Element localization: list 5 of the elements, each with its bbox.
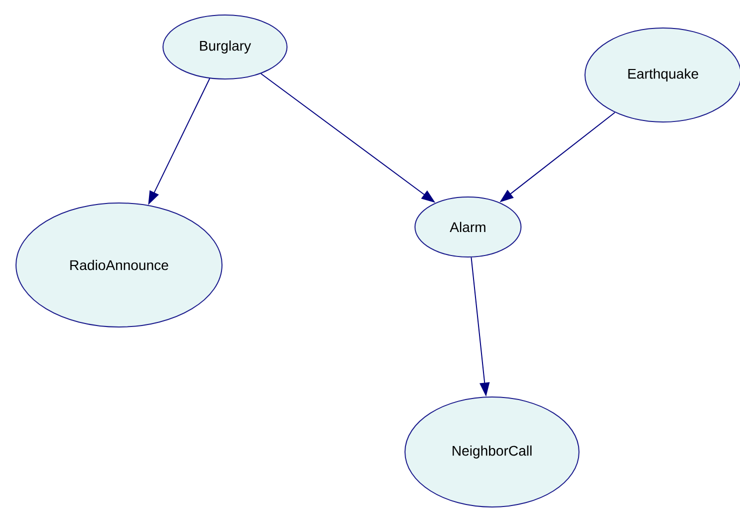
ellipse-node: RadioAnnounce bbox=[16, 202, 222, 328]
ellipse-node: Burglary bbox=[162, 14, 288, 80]
ellipse-node: NeighborCall bbox=[404, 396, 580, 508]
ellipse-node: Alarm bbox=[414, 196, 522, 258]
ellipse-node: Earthquake bbox=[584, 28, 740, 122]
